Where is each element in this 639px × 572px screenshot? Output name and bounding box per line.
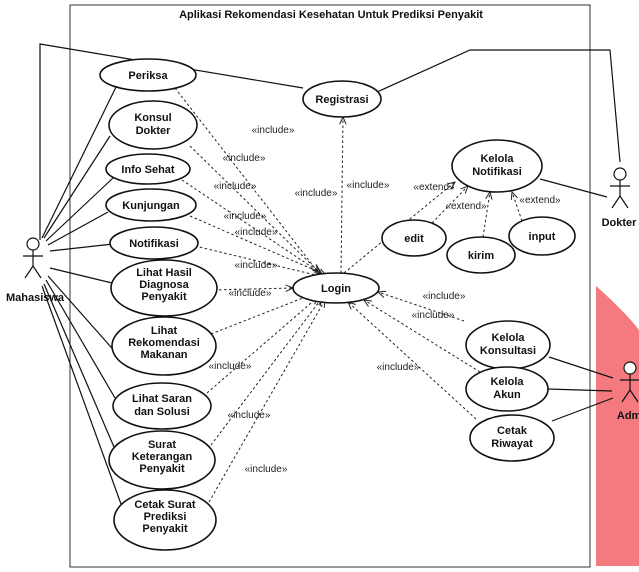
include-label: «include» — [235, 227, 278, 238]
include-label: «include» — [423, 291, 466, 302]
include-label: «include» — [209, 361, 252, 372]
include-label: «include» — [228, 410, 271, 421]
include-label: «include» — [245, 464, 288, 475]
svg-text:Info Sehat: Info Sehat — [121, 164, 175, 176]
include-label: «include» — [229, 288, 272, 299]
use-case-periksa[interactable]: Periksa — [99, 58, 197, 92]
extend-label: «extend» — [445, 201, 487, 212]
arrowhead — [376, 290, 387, 298]
svg-text:Kunjungan: Kunjungan — [122, 200, 180, 212]
include-label: «include» — [235, 260, 278, 271]
svg-text:Registrasi: Registrasi — [315, 94, 368, 106]
dependency-arrow — [206, 296, 319, 394]
dependency-arrow — [208, 299, 326, 503]
include-label: «include» — [412, 310, 455, 321]
svg-text:input: input — [529, 231, 556, 243]
svg-text:Notifikasi: Notifikasi — [129, 238, 179, 250]
dependency-arrow — [210, 297, 323, 446]
arrowhead — [447, 181, 456, 190]
include-label: «include» — [295, 188, 338, 199]
dependency-arrow — [482, 191, 491, 238]
use-case-info-sehat[interactable]: Info Sehat — [105, 153, 191, 185]
dependency-arrow — [431, 185, 469, 224]
include-label: «include» — [377, 362, 420, 373]
dependency-arrow — [174, 87, 319, 273]
associations — [39, 43, 621, 505]
include-label: «include» — [224, 211, 267, 222]
include-label: «include» — [223, 153, 266, 164]
actor-dokter[interactable]: Dokter — [602, 167, 638, 229]
svg-text:kirim: kirim — [468, 250, 495, 262]
stick-figure-icon — [620, 361, 639, 403]
use-case-kirim[interactable]: kirim — [446, 236, 516, 274]
dependency-arrow — [347, 301, 477, 420]
svg-text:edit: edit — [404, 233, 424, 245]
stick-figure-icon — [610, 167, 630, 209]
dependency-arrow — [511, 191, 523, 222]
include-label: «include» — [214, 181, 257, 192]
system-boundary — [69, 4, 591, 568]
use-case-notifikasi[interactable]: Notifikasi — [109, 226, 199, 260]
actor-mahasiswa[interactable]: Mahasiswa — [6, 237, 65, 304]
arrowhead — [362, 299, 372, 307]
system-title: Aplikasi Rekomendasi Kesehatan Untuk Pre… — [179, 9, 483, 21]
stereotype-labels: «include» «include» «include» «include» … — [209, 125, 561, 475]
use-case-input[interactable]: input — [508, 216, 576, 256]
include-label: «include» — [347, 180, 390, 191]
admin-region — [596, 286, 639, 566]
actor-admin-label: Admin — [617, 410, 639, 422]
dependency-arrow — [213, 287, 294, 291]
use-case-registrasi[interactable]: Registrasi — [302, 80, 382, 118]
arrowhead — [510, 190, 518, 201]
actor-admin[interactable]: Admin — [617, 361, 639, 422]
use-case-login[interactable]: Login — [292, 272, 380, 304]
actor-mahasiswa-label: Mahasiswa — [6, 292, 65, 304]
dependency-arrow — [210, 293, 314, 335]
include-label: «include» — [252, 125, 295, 136]
dependency-arrow — [189, 145, 321, 274]
stick-figure-icon — [23, 237, 43, 279]
dependency-arrow — [340, 116, 344, 274]
extend-label: «extend» — [413, 182, 455, 193]
actor-dokter-label: Dokter — [602, 217, 638, 229]
svg-text:Login: Login — [321, 283, 351, 295]
dependency-arrow — [181, 179, 323, 275]
use-case-edit[interactable]: edit — [381, 219, 447, 257]
extend-label: «extend» — [519, 195, 561, 206]
use-case-kunjungan[interactable]: Kunjungan — [105, 188, 197, 222]
arrowhead — [485, 190, 493, 200]
dependency-arrow — [377, 291, 465, 322]
svg-text:Periksa: Periksa — [128, 70, 168, 82]
